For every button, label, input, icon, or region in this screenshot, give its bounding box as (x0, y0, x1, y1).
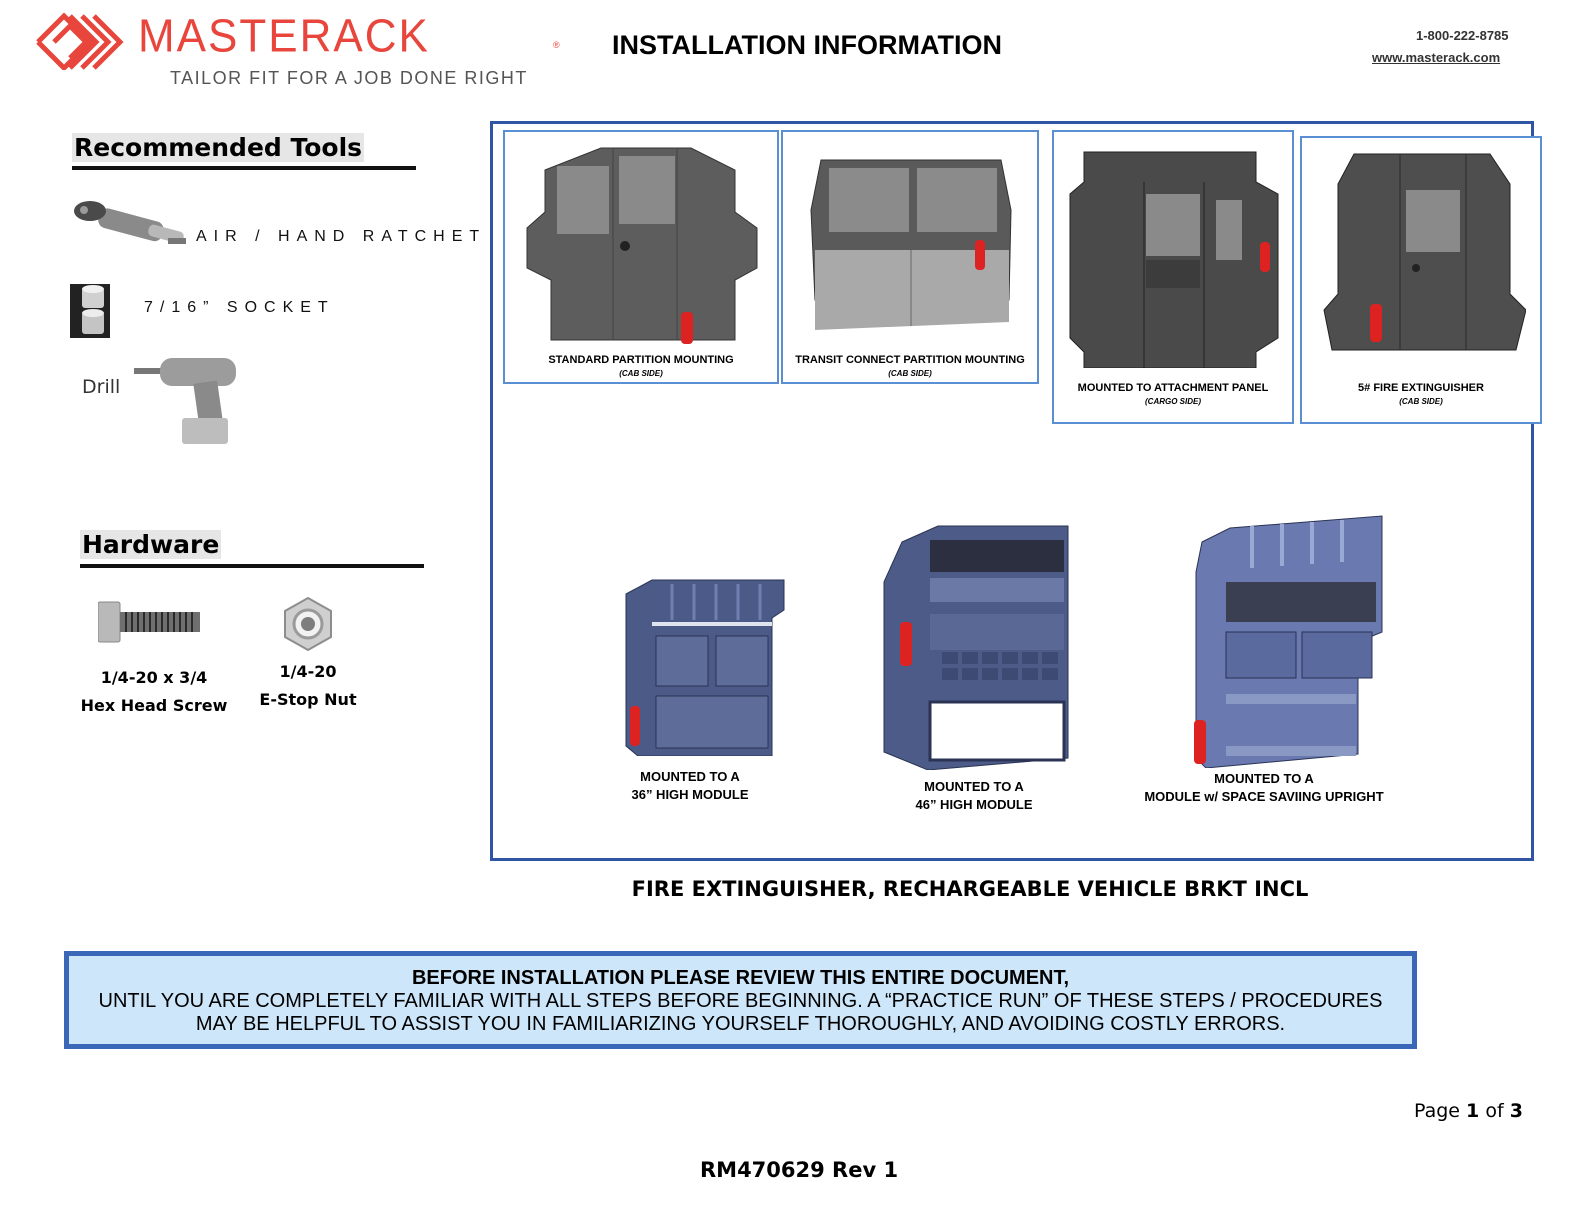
website-link[interactable]: www.masterack.com (1372, 50, 1501, 65)
notice-heading: BEFORE INSTALLATION PLEASE REVIEW THIS E… (411, 967, 1070, 989)
nut-icon (284, 596, 332, 652)
caption-main: 5# FIRE EXTINGUISHER (1358, 382, 1484, 394)
caption-line1: MOUNTED TO A (924, 779, 1024, 794)
page-prefix: Page (1414, 1100, 1467, 1122)
hex-screw-icon (98, 601, 200, 643)
figure-transit-connect-partition: TRANSIT CONNECT PARTITION MOUNTING (CAB … (781, 130, 1039, 384)
caption-line2: 46” HIGH MODULE (915, 797, 1033, 812)
module-space-saving-image-icon (1194, 515, 1383, 768)
figure-main-caption: FIRE EXTINGUISHER, RECHARGEABLE VEHICLE … (631, 877, 1309, 901)
socket-icon (70, 284, 110, 338)
caption-sub: (CAB SIDE) (619, 369, 663, 378)
nut-name: E-Stop Nut (259, 690, 357, 709)
caption-main: MOUNTED TO ATTACHMENT PANEL (1077, 382, 1269, 394)
caption-line2: 36” HIGH MODULE (631, 787, 749, 802)
caption-main: STANDARD PARTITION MOUNTING (548, 354, 734, 366)
nut-size: 1/4-20 (279, 662, 337, 681)
tool-label-ratchet: AIR / HAND RATCHET (196, 228, 487, 245)
page-of: of (1479, 1100, 1510, 1122)
masterack-logo-icon (36, 12, 124, 70)
hardware-heading: Hardware (80, 530, 222, 559)
page-number: Page 1 of 3 (1414, 1100, 1523, 1122)
brand-name: MASTERACK (138, 10, 430, 63)
page-current: 1 (1466, 1100, 1480, 1122)
figure-standard-partition: STANDARD PARTITION MOUNTING (CAB SIDE) (503, 130, 779, 384)
figure-caption: STANDARD PARTITION MOUNTING (CAB SIDE) (505, 354, 777, 380)
screw-size: 1/4-20 x 3/4 (100, 668, 208, 687)
phone-number: 1-800-222-8785 (1416, 28, 1509, 43)
caption-sub: (CARGO SIDE) (1145, 397, 1201, 406)
module-36-image-icon (625, 579, 785, 756)
caption-sub: (CAB SIDE) (1399, 397, 1443, 406)
partition-image-icon (526, 147, 758, 344)
notice-line2: MAY BE HELPFUL TO ASSIST YOU IN FAMILIAR… (195, 1013, 1286, 1035)
page-total: 3 (1509, 1100, 1523, 1122)
module-space-saving-caption: MOUNTED TO A MODULE w/ SPACE SAVIING UPR… (1124, 770, 1404, 806)
caption-sub: (CAB SIDE) (888, 369, 932, 378)
tool-label-drill: Drill (82, 376, 121, 398)
caption-line2: MODULE w/ SPACE SAVIING UPRIGHT (1144, 789, 1384, 804)
review-notice: BEFORE INSTALLATION PLEASE REVIEW THIS E… (64, 951, 1417, 1049)
caption-main: TRANSIT CONNECT PARTITION MOUNTING (795, 354, 1025, 366)
document-id: RM470629 Rev 1 (700, 1158, 899, 1182)
brand-tagline: TAILOR FIT FOR A JOB DONE RIGHT (170, 68, 528, 88)
caption-line1: MOUNTED TO A (640, 769, 740, 784)
hardware-heading-rule (80, 564, 424, 568)
drill-icon (134, 358, 236, 444)
hardware-item-nut: 1/4-20 E-Stop Nut (240, 658, 376, 714)
module-36-caption: MOUNTED TO A 36” HIGH MODULE (600, 768, 780, 804)
figure-caption: TRANSIT CONNECT PARTITION MOUNTING (CAB … (783, 354, 1037, 380)
figure-caption: MOUNTED TO ATTACHMENT PANEL (CARGO SIDE) (1054, 382, 1292, 408)
figure-attachment-panel: MOUNTED TO ATTACHMENT PANEL (CARGO SIDE) (1052, 130, 1294, 424)
tool-label-socket: 7/16” SOCKET (144, 299, 335, 316)
figure-fire-extinguisher: 5# FIRE EXTINGUISHER (CAB SIDE) (1300, 136, 1542, 424)
caption-line1: MOUNTED TO A (1214, 771, 1314, 786)
tools-heading: Recommended Tools (72, 133, 365, 162)
document-title: INSTALLATION INFORMATION (612, 30, 1002, 60)
notice-line1: UNTIL YOU ARE COMPLETELY FAMILIAR WITH A… (98, 990, 1383, 1012)
module-46-caption: MOUNTED TO A 46” HIGH MODULE (874, 778, 1074, 814)
figures-panel (490, 121, 1534, 861)
figure-caption: 5# FIRE EXTINGUISHER (CAB SIDE) (1302, 382, 1540, 408)
ratchet-icon (74, 201, 186, 244)
tools-heading-rule (72, 166, 416, 170)
registered-mark: ® (553, 40, 560, 50)
hardware-item-screw: 1/4-20 x 3/4 Hex Head Screw (64, 664, 244, 720)
screw-name: Hex Head Screw (80, 696, 228, 715)
module-46-image-icon (883, 525, 1069, 770)
